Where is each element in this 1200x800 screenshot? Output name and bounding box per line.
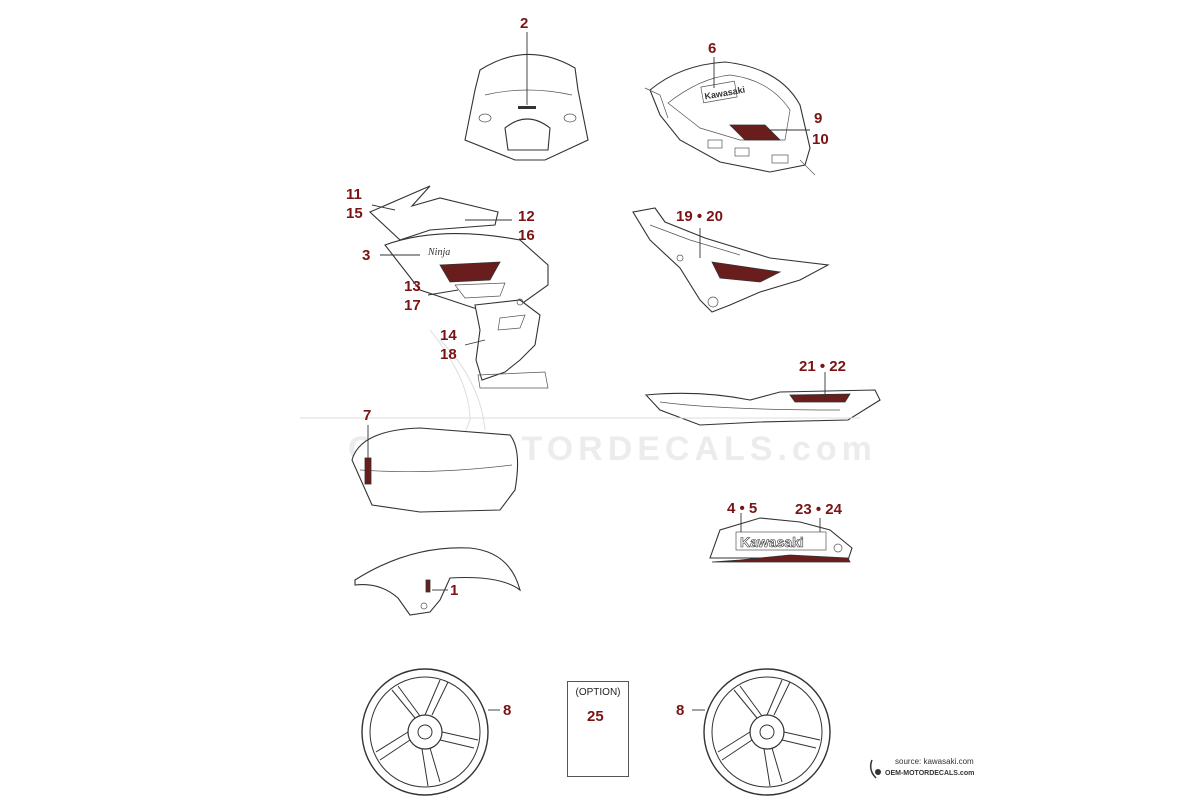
side-fairing-part: Ninja	[369, 185, 549, 389]
callout-10: 10	[812, 131, 829, 148]
callout-17: 17	[404, 297, 421, 314]
option-label: (OPTION)	[575, 687, 621, 698]
callout-8-left: 8	[503, 702, 512, 719]
callout-12: 12	[518, 208, 535, 225]
source-logo-icon	[869, 759, 881, 779]
callout-16: 16	[518, 227, 535, 244]
callout-11: 11	[346, 186, 362, 203]
source-label: source: kawasaki.com	[895, 757, 974, 766]
side-script-text: Ninja	[427, 247, 450, 258]
callout-9: 9	[814, 110, 823, 127]
option-box: (OPTION) 25	[567, 681, 629, 777]
left-wheel-part	[361, 668, 489, 796]
tail-brand-text: Kawasaki	[740, 534, 804, 550]
windshield-part	[464, 53, 589, 161]
under-cowl-part: Kawasaki	[709, 517, 853, 563]
side-cover-part	[632, 207, 830, 313]
callout-21-22: 21 • 22	[799, 358, 846, 375]
callout-2: 2	[520, 15, 529, 32]
leader-11-15	[371, 204, 396, 211]
front-fender-part	[354, 547, 521, 616]
callout-7: 7	[363, 407, 372, 424]
callout-13: 13	[404, 278, 421, 295]
callout-4-5: 4 • 5	[727, 500, 758, 517]
callout-25: 25	[587, 708, 604, 725]
right-wheel-part	[703, 668, 831, 796]
source-brand: OEM-MOTORDECALS.com	[885, 770, 975, 777]
callout-23-24: 23 • 24	[795, 501, 842, 518]
leader-14-18	[464, 339, 486, 346]
callout-14: 14	[440, 327, 457, 344]
fuel-tank-part: Kawasaki	[644, 61, 816, 176]
callout-15: 15	[346, 205, 363, 222]
seat-cowl-part	[644, 389, 881, 426]
callout-8-right: 8	[676, 702, 685, 719]
callout-6: 6	[708, 40, 717, 57]
callout-1: 1	[450, 582, 459, 599]
callout-3: 3	[362, 247, 371, 264]
callout-19-20: 19 • 20	[676, 208, 723, 225]
lower-cowl-part	[351, 427, 519, 513]
leader-13-17	[427, 289, 459, 296]
callout-18: 18	[440, 346, 457, 363]
